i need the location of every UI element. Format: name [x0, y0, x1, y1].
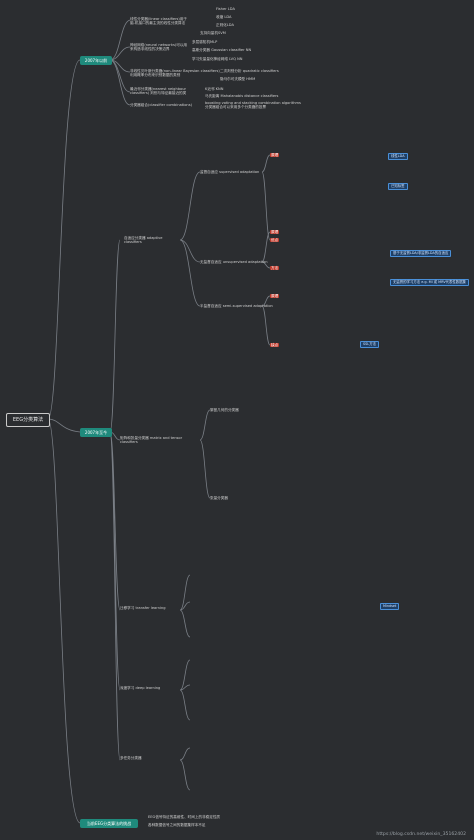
sub-knn: K近邻 KNN	[205, 87, 224, 91]
unsup-method: 方法	[270, 266, 280, 271]
tensor-node: 张量分类器	[210, 496, 228, 500]
sub-hmm: 隐马尔可夫模型 HMM	[220, 77, 256, 81]
sub-svm: 支持向量机SVM	[200, 31, 226, 35]
box-linear-lda: 线性LDA	[388, 153, 408, 160]
sub-lvq: 学习矢量量化神经网络 LVQ NN	[192, 57, 243, 61]
transfer-node: 迁移学习 transfer learning	[120, 606, 166, 610]
semi-principle: 原理	[270, 294, 280, 299]
sub-maha: 马氏距离 Mahalanobis distance classifiers	[205, 94, 279, 98]
sup-principle: 原理	[270, 153, 280, 158]
box-known-label: 已知标签	[388, 183, 408, 190]
sub-reg: 正则化LDA	[216, 23, 234, 27]
adaptive-title: 自适应分类器 adaptive classifiers	[124, 236, 163, 245]
unsupervised-node: 无监督自适应 unsupervised adaptation	[200, 260, 268, 264]
item-knn: 最近邻分类器(nearest neighbour classifiers) 判别…	[130, 87, 187, 96]
sub-boost: boosting voting and stacking combination…	[205, 101, 301, 110]
box-mindset: Mindset	[380, 603, 400, 610]
section-since2007[interactable]: 2007年至今	[80, 428, 112, 437]
item-nn: 神经网络(neural networks)可以用来构造非线性的决策边界	[130, 43, 188, 52]
box-ssl: SSL方法	[360, 341, 379, 348]
sub-gauss: 高斯分类器 Gaussian classifier NN	[192, 48, 252, 52]
root-node[interactable]: EEG分类算法	[6, 413, 50, 427]
challenge-1: EEG信号特征的高维性、时间上的非稳定性质	[148, 815, 221, 819]
deep-node: 深度学习 deep learning	[120, 686, 161, 690]
sup-pros: 优点	[270, 238, 280, 243]
challenge-2: 各种数据信号之间的数据集样本不足	[148, 823, 206, 827]
box-unsup-method: 无监督的学习方法 e.g. MI 或 MRV代表性数据集	[390, 279, 469, 286]
item-comb: 分类器组合(classifier combinations)	[130, 103, 192, 107]
semi-cons: 缺点	[270, 343, 280, 348]
riemann-node: 黎曼几何的分类器	[210, 408, 239, 412]
sub-shrink: 收缩 LDA	[216, 15, 232, 19]
box-unsup-lda: 基于无监督LDA/非监督LDA的自适应	[390, 250, 452, 257]
unsup-principle: 原理	[270, 230, 280, 235]
supervised-node: 监督自适应 supervised adaptation	[200, 170, 260, 174]
matrix-node: 矩阵和张量分类器 matrix and tensor classifiers	[120, 436, 183, 445]
section-challenges[interactable]: 当前EEG分类算法的挑战	[80, 819, 138, 828]
sub-fisher: Fisher LDA	[216, 7, 235, 11]
item-linear: 线性分类器(linear classifiers)用于脑-机接口的最主流的线性分…	[130, 17, 188, 26]
semisupervised-node: 半监督自适应 semi-supervised adaptation	[200, 304, 273, 308]
section-pre2007[interactable]: 2007年以前	[80, 56, 112, 65]
item-bayes: 非线性贝叶斯分类器(non-linear Bayesian classifier…	[130, 69, 220, 78]
sub-qda: 二次判别分析 quadratic classifiers	[220, 69, 279, 73]
multi-node: 多任务分类器	[120, 756, 142, 760]
watermark-url: https://blog.csdn.net/weixin_35162402	[376, 832, 466, 837]
sub-mlp: 多层感知机MLP	[192, 40, 218, 44]
